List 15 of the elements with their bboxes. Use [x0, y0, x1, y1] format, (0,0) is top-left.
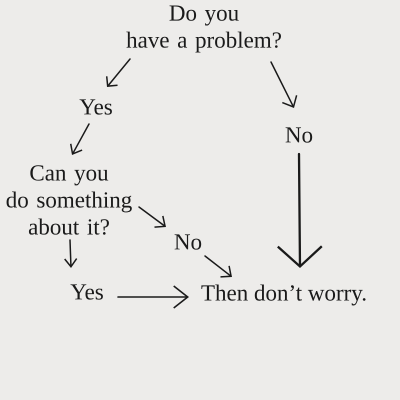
arrow — [64, 239, 78, 268]
arrow — [277, 152, 323, 268]
arrow — [270, 61, 298, 108]
answer-label: Yes — [70, 284, 103, 300]
arrow — [204, 255, 232, 278]
question-text: Can you do something about it? — [6, 165, 132, 235]
arrow — [70, 123, 90, 155]
answer-label: Yes — [80, 99, 112, 115]
conclusion-text: Then don’t worry. — [201, 284, 366, 306]
answer-label: No — [174, 234, 202, 250]
question-text: Do you have a problem? — [126, 6, 281, 52]
arrow — [117, 285, 189, 309]
arrow — [106, 58, 131, 87]
arrow — [138, 206, 166, 228]
answer-label: No — [286, 127, 312, 143]
